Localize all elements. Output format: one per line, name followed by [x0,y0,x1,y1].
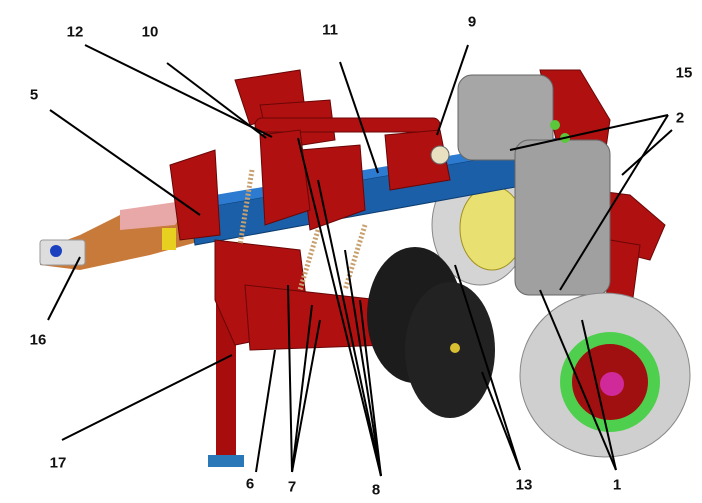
stand-foot [208,455,244,467]
label-1: 1 [612,476,622,494]
coulter-discs [367,247,495,418]
hitch-eye-hole [50,245,62,257]
label-12: 12 [66,23,84,41]
label-13: 13 [515,476,533,494]
leader-lines [47,44,673,477]
pivot-bolt [430,145,450,165]
label-5: 5 [29,86,39,104]
label-16: 16 [29,331,47,349]
gauge-wheel [519,292,691,458]
ballast-weights [457,74,611,296]
label-15: 15 [675,64,693,82]
hitch-eye [39,239,86,266]
label-8: 8 [371,481,381,499]
label-10: 10 [141,23,159,41]
label-11: 11 [322,21,338,39]
label-17: 17 [49,454,67,472]
label-9: 9 [467,13,477,31]
label-6: 6 [245,475,255,493]
springs [237,169,368,291]
yellow-bracket [162,228,176,250]
hitch-plate [120,200,190,230]
label-7: 7 [287,478,297,496]
label-2: 2 [675,109,685,127]
